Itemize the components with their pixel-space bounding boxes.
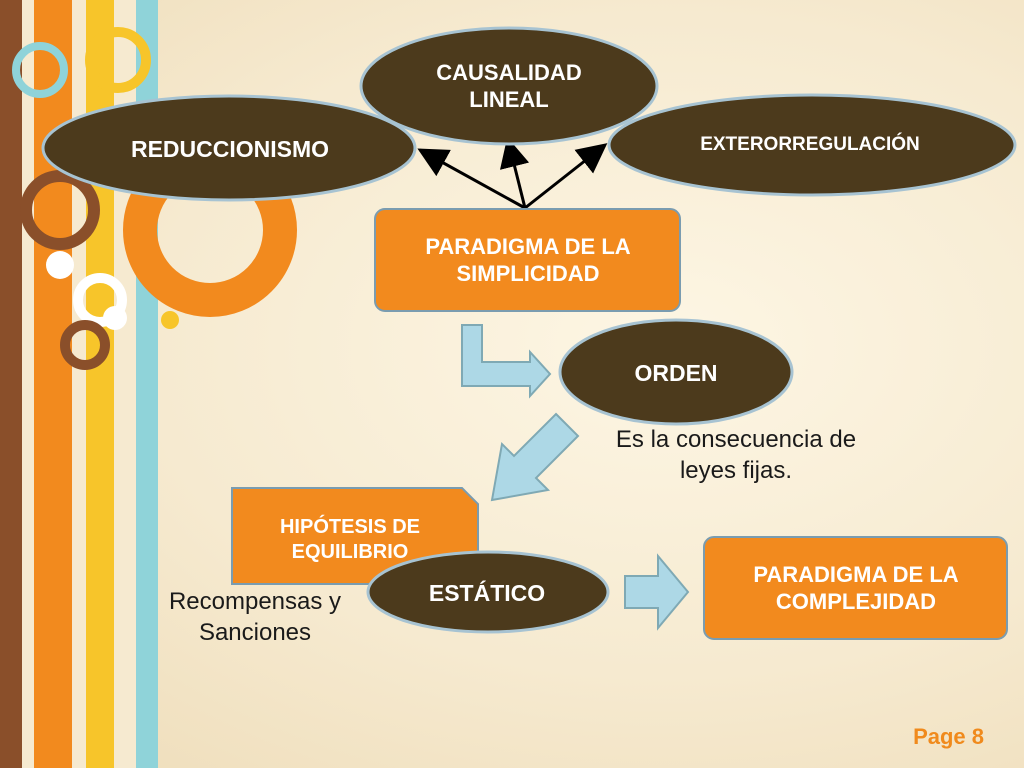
orden-label: ORDEN <box>634 359 718 386</box>
connector-arrows <box>417 137 608 210</box>
reduccionismo-label: REDUCCIONISMO <box>130 135 330 162</box>
estatico-label: ESTÁTICO <box>428 579 546 606</box>
diagonal-arrow-to-hipotesis <box>490 412 580 502</box>
arrow-to-reduccionismo <box>417 148 526 210</box>
right-arrow-to-complejidad <box>624 553 690 631</box>
ellipse-exterorregulacion <box>607 93 1017 197</box>
ellipse-estatico <box>366 550 610 634</box>
paradigma-simplicidad-label: PARADIGMA DE LA SIMPLICIDAD <box>425 233 631 287</box>
paradigma-complejidad-label: PARADIGMA DE LA COMPLEJIDAD <box>753 561 959 615</box>
orden-description: Es la consecuencia de leyes fijas. <box>615 426 857 485</box>
exterorregulacion-label: EXTERORREGULACIÓN <box>700 134 920 156</box>
hipotesis-equilibrio-label: HIPÓTESIS DE EQUILIBRIO <box>279 516 421 563</box>
arrow-to-exterorregulacion <box>524 143 608 210</box>
bent-arrow-to-orden <box>461 324 552 399</box>
ellipse-causalidad-lineal <box>359 26 659 146</box>
page-number: Page 8 <box>913 724 984 749</box>
causalidad-lineal-label: CAUSALIDAD LINEAL <box>436 59 582 113</box>
box-paradigma-complejidad <box>703 536 1008 640</box>
arrow-to-causalidad-lineal <box>499 137 530 209</box>
estatico-description: Recompensas y Sanciones <box>168 588 342 647</box>
ellipse-reduccionismo <box>41 94 417 202</box>
ellipse-orden <box>558 318 794 426</box>
box-paradigma-simplicidad <box>374 208 681 312</box>
